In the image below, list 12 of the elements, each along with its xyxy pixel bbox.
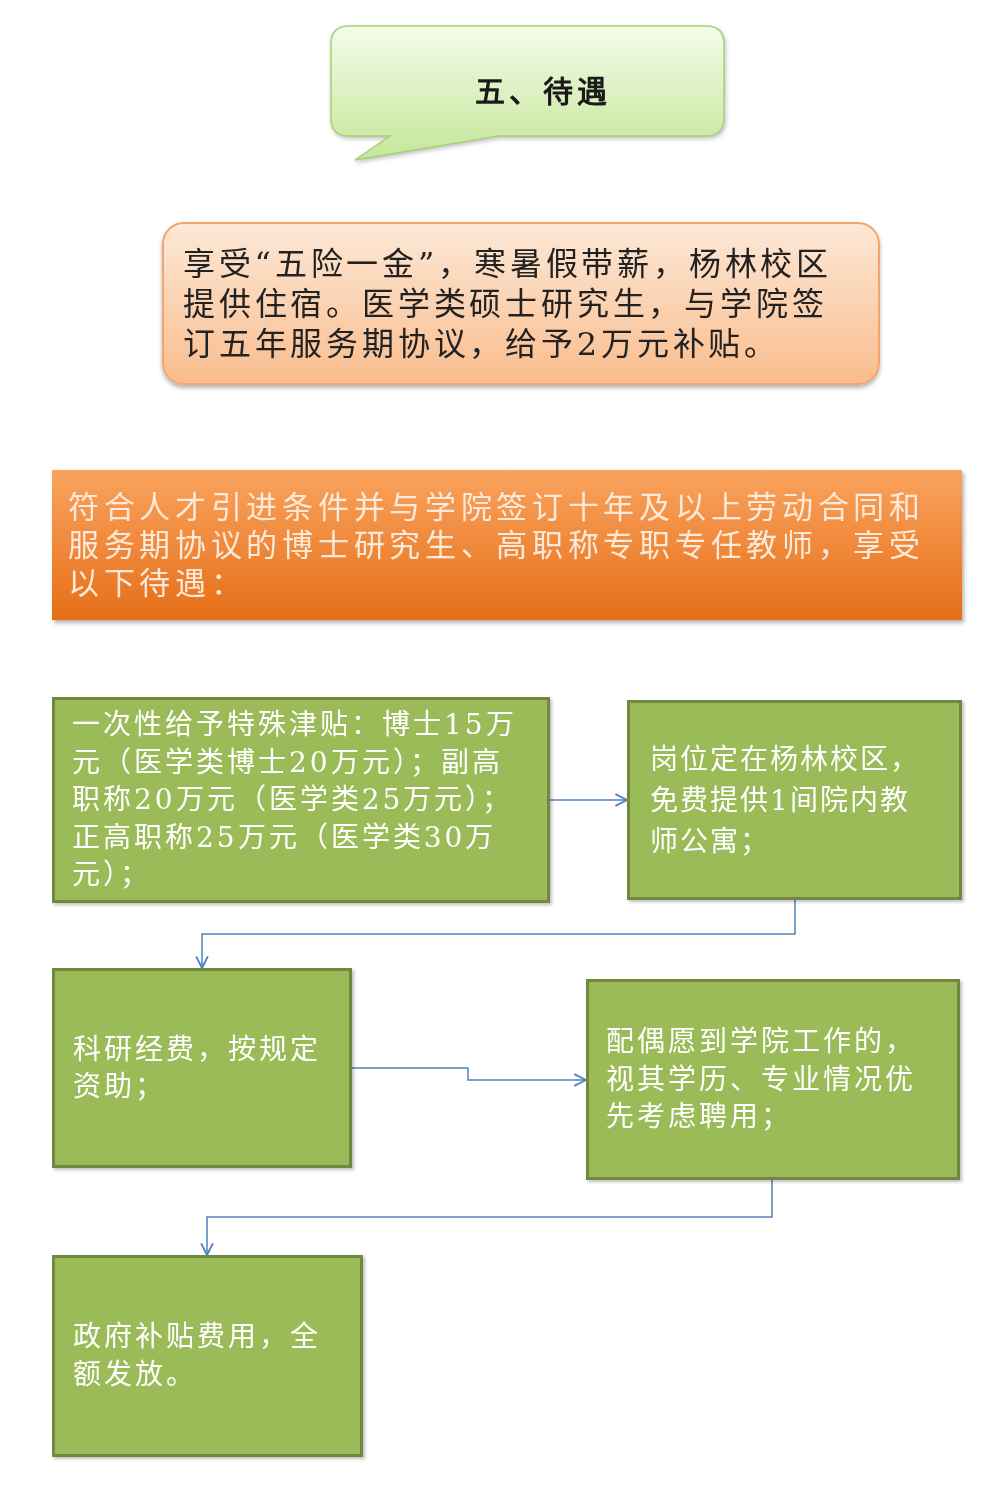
arrow (549, 793, 628, 807)
benefit-box: 科研经费，按规定资助； (52, 968, 352, 1168)
speech-bubble: 五、待遇 (330, 25, 725, 162)
info-box: 享受“五险一金”，寒暑假带薪，杨林校区提供住宿。医学类硕士研究生，与学院签订五年服务期协议，给予2万元补贴。 (162, 222, 880, 385)
arrow (200, 1179, 773, 1256)
arrow (195, 899, 796, 969)
benefit-box: 一次性给予特殊津贴：博士15万元（医学类博士20万元）；副高职称20万元（医学类25万元）；正高职称25万元（医学类30万元）； (52, 697, 550, 903)
header-banner: 符合人才引进条件并与学院签订十年及以上劳动合同和服务期协议的博士研究生、高职称专职专任教师，享受以下待遇： (52, 470, 962, 620)
arrow (351, 1067, 587, 1087)
benefit-box: 配偶愿到学院工作的，视其学历、专业情况优先考虑聘用； (586, 979, 960, 1180)
benefit-box: 岗位定在杨林校区，免费提供1间院内教师公寓； (627, 700, 962, 900)
benefit-box: 政府补贴费用，全额发放。 (52, 1255, 363, 1457)
